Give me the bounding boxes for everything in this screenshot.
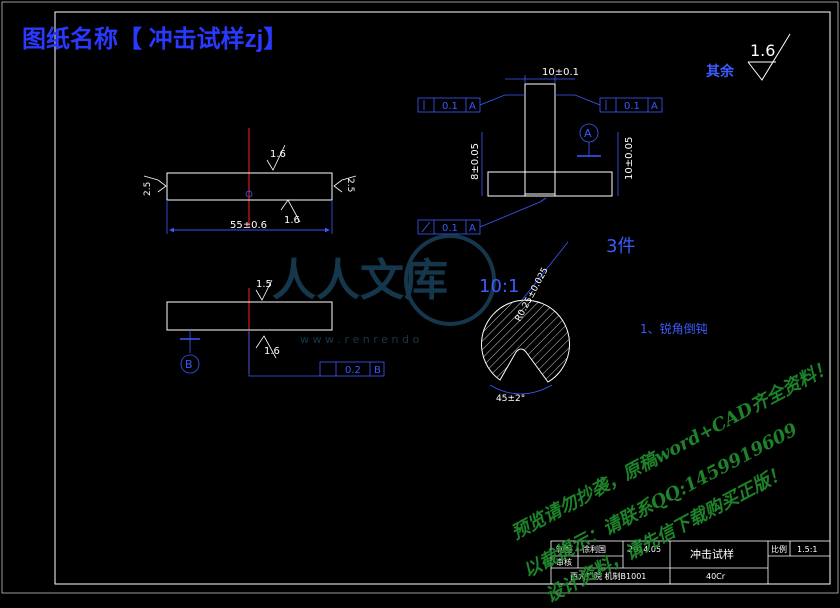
datum-b-label: B <box>185 358 193 371</box>
datum-a-label: A <box>584 127 592 140</box>
designer-label: 制图 <box>556 544 572 554</box>
parallel-datum: A <box>469 223 476 234</box>
material: 40Cr <box>706 572 726 581</box>
watermark-url: w w w . r e n r e n d o <box>300 333 419 346</box>
width-dimension: 10±0.1 <box>542 67 579 78</box>
front-view: 1.6 1.6 2.5 2.5 55±0.6 <box>143 128 357 234</box>
flatness-datum: B <box>374 365 381 376</box>
notch-angle-dimension: 45±2° <box>496 394 525 404</box>
scale-value: 1.5:1 <box>797 545 818 554</box>
other-surfaces-value: 1.6 <box>750 41 775 60</box>
perp-left-value: 0.1 <box>442 101 458 112</box>
watermark-logo: 人人文库 w w w . r e n r e n d o <box>272 234 496 346</box>
quantity: 3件 <box>606 236 635 257</box>
specimen-outline <box>166 172 333 201</box>
flatness-value: 0.2 <box>345 365 361 376</box>
perp-right-datum: A <box>651 101 658 112</box>
general-surface-finish: 其余 1.6 <box>706 33 791 81</box>
other-surfaces-label: 其余 <box>706 63 735 80</box>
detail-scale: 10:1 <box>479 276 519 297</box>
roughness-top: 1.6 <box>270 149 286 160</box>
scale-label: 比例 <box>771 544 787 554</box>
title-block <box>550 540 831 585</box>
side-view: 10±0.1 0.1 A 0.1 A A 8±0.05 10±0.05 0.1 … <box>417 67 663 235</box>
specimen-outline <box>166 301 333 331</box>
sheet-title: 图纸名称【 冲击试样zj】 <box>22 25 287 53</box>
cad-drawing-sheet: 图纸名称【 冲击试样zj】 其余 1.6 1.6 1.6 2.5 2.5 55±… <box>1 1 839 594</box>
part-name: 冲击试样 <box>690 547 734 561</box>
designer-name: 徐利国 <box>582 544 606 554</box>
notch-height-dimension: 8±0.05 <box>470 143 481 180</box>
sheet-border <box>54 11 831 585</box>
roughness-top: 1.5 <box>256 279 272 290</box>
full-height-dimension: 10±0.05 <box>624 137 635 180</box>
top-view: 1.5 1.6 B 0.2 B <box>166 279 385 377</box>
roughness-bottom: 1.6 <box>264 346 280 357</box>
parallel-value: 0.1 <box>442 223 458 234</box>
perp-left-datum: A <box>469 101 476 112</box>
detail-view: 10:1 R0.25±0.025 45±2° <box>479 241 571 404</box>
drawing-date: 2014.05 <box>628 545 661 554</box>
school-class: 西大广院 机制B1001 <box>570 571 646 581</box>
review-label: 审核 <box>556 557 572 567</box>
length-dimension: 55±0.6 <box>230 220 267 231</box>
watermark-brand: 人人文库 <box>272 255 448 306</box>
sheet-outer-border <box>1 1 839 594</box>
roughness-bottom: 1.6 <box>284 215 300 226</box>
perp-right-value: 0.1 <box>624 101 640 112</box>
roughness-right: 2.5 <box>345 178 355 192</box>
technical-note: 1、锐角倒钝 <box>640 322 708 336</box>
roughness-left: 2.5 <box>143 182 153 196</box>
